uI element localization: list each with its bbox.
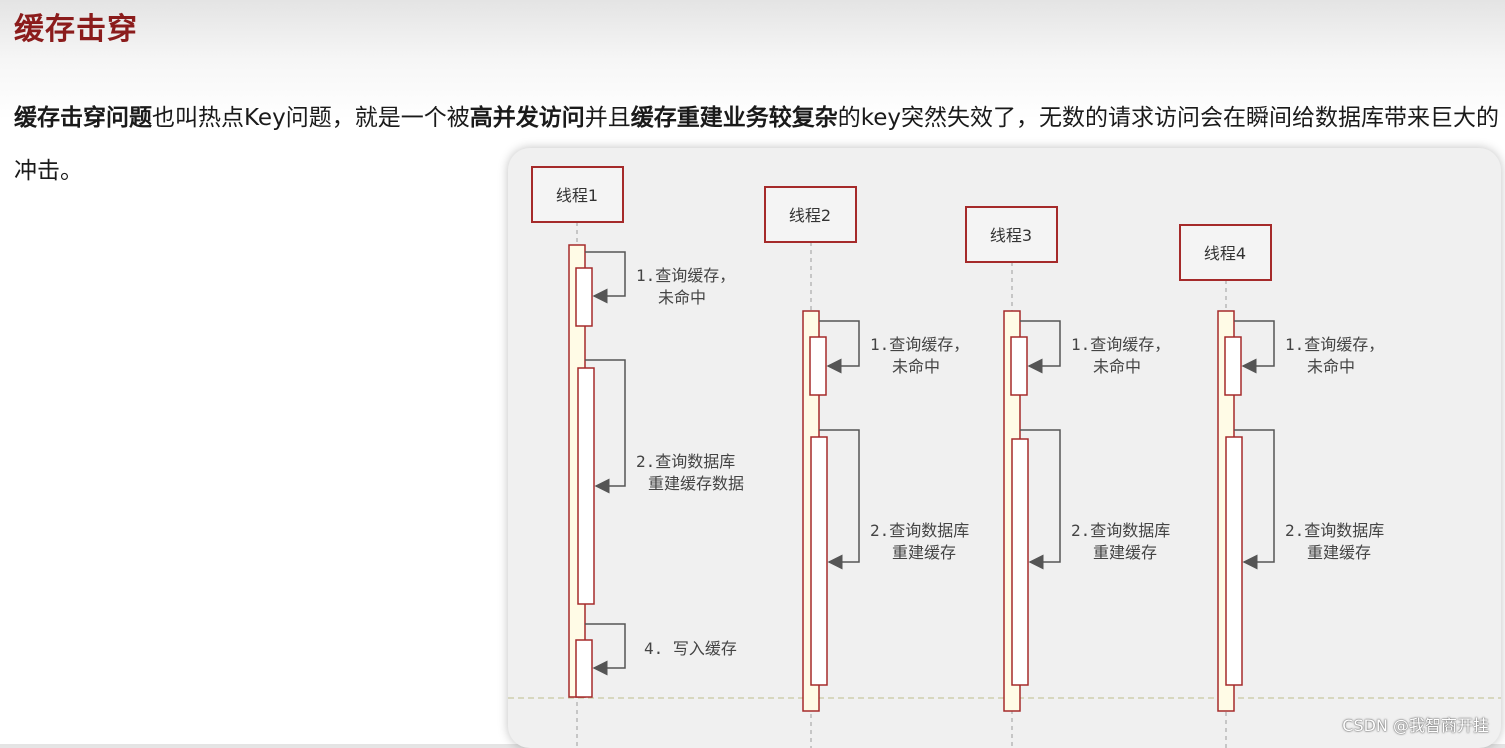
thread-4-note-1b: 未命中 bbox=[1307, 357, 1355, 376]
thread-2-step2-bar bbox=[810, 436, 828, 686]
intro-text-2: 并且 bbox=[584, 105, 631, 131]
thread-4-arrow-2 bbox=[1234, 429, 1275, 570]
thread-3-note-1b: 未命中 bbox=[1093, 357, 1141, 376]
thread-2-note-1b: 未命中 bbox=[892, 357, 940, 376]
thread-2-step1-bar bbox=[809, 336, 827, 396]
thread-2: 线程2 1.查询缓存， 未命中 2.查询数据库 重建缓存 bbox=[764, 186, 969, 748]
thread-4-label: 线程4 bbox=[1204, 244, 1246, 263]
thread-1-arrow-4 bbox=[585, 623, 626, 676]
sequence-diagram-svg: 线程1 1.查询缓存， 未命中 2.查询数据库 重建缓存数据 4. 写入缓存 线… bbox=[508, 166, 1501, 748]
thread-2-box bbox=[764, 186, 857, 243]
intro-bold-2: 高并发访问 bbox=[469, 105, 585, 131]
thread-3-note-2a: 2.查询数据库 bbox=[1071, 521, 1170, 540]
csdn-watermark: CSDN @我智商开挂 bbox=[1342, 716, 1489, 735]
thread-1: 线程1 1.查询缓存， 未命中 2.查询数据库 重建缓存数据 4. 写入缓存 bbox=[531, 166, 744, 748]
thread-1-step2-bar bbox=[577, 367, 595, 605]
sequence-diagram: 线程1 1.查询缓存， 未命中 2.查询数据库 重建缓存数据 4. 写入缓存 线… bbox=[508, 148, 1501, 748]
thread-3-label: 线程3 bbox=[990, 226, 1032, 245]
thread-4-note-1a: 1.查询缓存， bbox=[1285, 335, 1384, 354]
thread-1-arrow-1 bbox=[585, 251, 626, 304]
thread-4-note-2a: 2.查询数据库 bbox=[1285, 521, 1384, 540]
thread-2-arrow-1 bbox=[819, 320, 860, 374]
thread-4-arrow-1 bbox=[1234, 320, 1275, 374]
thread-3-arrow-2 bbox=[1020, 429, 1061, 570]
thread-1-box bbox=[531, 166, 624, 223]
thread-1-note-1b: 未命中 bbox=[658, 288, 706, 307]
thread-1-arrow-2 bbox=[585, 359, 626, 494]
thread-3-note-2b: 重建缓存 bbox=[1093, 543, 1157, 562]
thread-4-note-2b: 重建缓存 bbox=[1307, 543, 1371, 562]
intro-bold-1: 缓存击穿问题 bbox=[14, 105, 152, 131]
thread-2-note-2a: 2.查询数据库 bbox=[870, 521, 969, 540]
thread-1-note-4: 4. 写入缓存 bbox=[644, 639, 737, 658]
thread-1-note-1a: 1.查询缓存， bbox=[636, 266, 735, 285]
thread-2-note-1a: 1.查询缓存， bbox=[870, 335, 969, 354]
intro-paragraph: 缓存击穿问题也叫热点Key问题，就是一个被高并发访问并且缓存重建业务较复杂的ke… bbox=[14, 92, 1504, 198]
thread-1-label: 线程1 bbox=[556, 186, 598, 205]
thread-1-step4-bar bbox=[575, 639, 593, 698]
thread-2-arrow-2 bbox=[819, 429, 860, 570]
thread-3-step2-bar bbox=[1011, 438, 1029, 686]
thread-4-step1-bar bbox=[1224, 336, 1242, 396]
thread-4: 线程4 1.查询缓存， 未命中 2.查询数据库 重建缓存 bbox=[1179, 224, 1384, 748]
thread-1-note-2b: 重建缓存数据 bbox=[648, 474, 744, 493]
thread-3-arrow-1 bbox=[1020, 320, 1061, 374]
thread-1-note-2a: 2.查询数据库 bbox=[636, 452, 735, 471]
intro-text-3: 的key突然失效了，无数的请求访问会在瞬间给数据库带来巨大的冲击。 bbox=[14, 105, 1499, 184]
thread-3-box bbox=[965, 206, 1058, 263]
thread-4-step2-bar bbox=[1225, 436, 1243, 686]
thread-4-box bbox=[1179, 224, 1272, 281]
intro-bold-3: 缓存重建业务较复杂 bbox=[630, 105, 838, 131]
thread-3-note-1a: 1.查询缓存， bbox=[1071, 335, 1170, 354]
intro-text-1: 也叫热点Key问题，就是一个被 bbox=[152, 105, 470, 131]
thread-3: 线程3 1.查询缓存， 未命中 2.查询数据库 重建缓存 bbox=[965, 206, 1170, 748]
page-title: 缓存击穿 bbox=[14, 12, 138, 47]
thread-2-note-2b: 重建缓存 bbox=[892, 543, 956, 562]
thread-1-step1-bar bbox=[575, 267, 593, 327]
thread-2-label: 线程2 bbox=[789, 206, 831, 225]
thread-3-step1-bar bbox=[1010, 336, 1028, 396]
